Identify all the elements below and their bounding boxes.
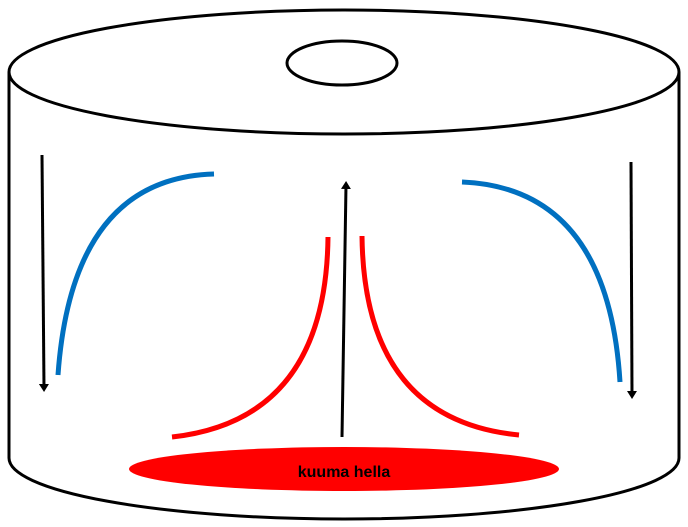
arrow-down-right <box>626 161 637 399</box>
cold-flow-right-curve <box>461 179 623 383</box>
top-opening <box>285 39 399 87</box>
hot-plate <box>129 447 559 491</box>
hot-flow-right-curve <box>359 235 520 438</box>
arrow-up-center <box>340 181 351 438</box>
cold-flow-left-curve <box>55 171 215 376</box>
hot-plate-label: kuuma hella <box>298 464 391 481</box>
arrow-down-left <box>38 154 49 392</box>
hot-flow-left-curve <box>171 236 331 440</box>
cylinder-bottom <box>7 457 681 521</box>
